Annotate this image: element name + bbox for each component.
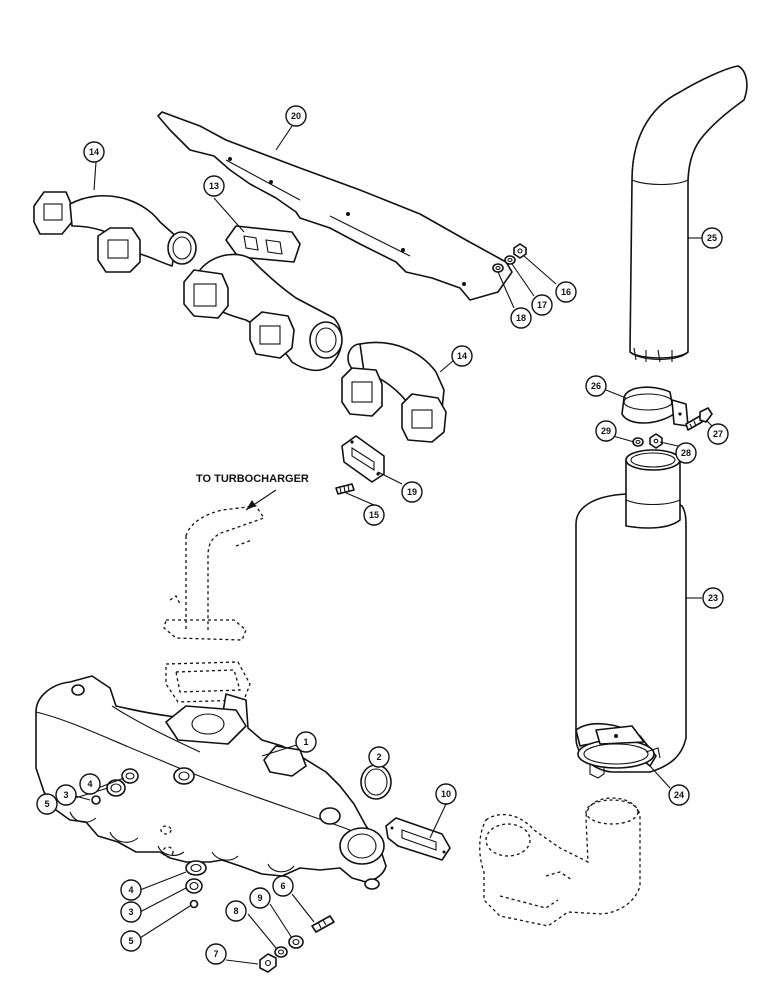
svg-text:13: 13 [209,181,219,191]
svg-text:14: 14 [89,147,99,157]
seal-ring-2 [360,764,392,800]
svg-text:3: 3 [63,790,68,800]
washer-9 [288,935,304,949]
svg-text:14: 14 [457,351,467,361]
clamp-24 [575,722,661,769]
svg-text:7: 7 [213,949,218,959]
washer-18 [492,263,504,273]
callouts: 1 2 3 3 4 4 5 5 6 7 8 9 10 13 14 14 15 1… [36,105,729,965]
callout-20: 20 [285,105,307,127]
svg-text:3: 3 [128,907,133,917]
svg-text:1: 1 [303,737,308,747]
nut-16 [513,243,527,259]
washer-17 [504,255,516,265]
svg-text:26: 26 [591,381,601,391]
washer-4-lower [185,860,207,876]
svg-text:28: 28 [681,448,691,458]
band-clamp-26 [621,386,689,427]
callout-25: 25 [701,227,723,249]
svg-text:8: 8 [233,906,238,916]
svg-text:5: 5 [44,799,49,809]
stud-15 [335,483,355,495]
svg-text:9: 9 [257,893,262,903]
heat-shield-20 [157,111,513,301]
callout-29: 29 [595,420,617,442]
stud-6 [311,915,335,933]
svg-text:15: 15 [369,510,379,520]
nut-28 [649,433,663,449]
callout-27: 27 [707,423,729,445]
callout-8: 8 [225,900,247,922]
callout-15: 15 [363,504,385,526]
washer-29 [632,437,644,447]
exhaust-elbow-14-right [341,341,447,443]
callout-4-upper: 4 [79,773,101,795]
exhaust-elbow-dashed [479,797,641,927]
exhaust-manifold-13 [183,225,343,372]
svg-text:5: 5 [128,936,133,946]
callout-18: 18 [510,307,532,329]
callout-5-lower: 5 [120,930,142,952]
note-text: TO TURBOCHARGER [196,473,309,485]
callout-24: 24 [668,784,690,806]
callout-10: 10 [435,783,457,805]
callout-1: 1 [295,731,317,753]
svg-text:24: 24 [674,790,684,800]
plug-3-lower [185,878,203,894]
small-fittings [160,825,174,858]
turbocharger-pipe [163,505,266,703]
svg-text:20: 20 [291,111,301,121]
callout-4-lower: 4 [120,879,142,901]
svg-text:4: 4 [87,779,92,789]
callout-14-right: 14 [451,345,473,367]
plug-5-upper [91,795,101,805]
exhaust-elbow-14-left [33,191,197,273]
callout-13: 13 [203,175,225,197]
stack-pipe-25 [629,65,748,363]
callout-23: 23 [702,587,724,609]
callout-28: 28 [675,442,697,464]
gasket-10 [385,817,451,861]
svg-text:6: 6 [280,881,285,891]
callout-17: 17 [531,294,553,316]
svg-text:10: 10 [441,789,451,799]
svg-text:25: 25 [707,233,717,243]
svg-text:4: 4 [128,885,133,895]
callout-6: 6 [272,875,294,897]
callout-3-lower: 3 [120,901,142,923]
nut-7 [259,953,277,973]
washer-4-upper [121,768,139,784]
gasket-19 [341,435,385,483]
callout-26: 26 [585,375,607,397]
callout-5-upper: 5 [36,793,58,815]
callout-9: 9 [249,887,271,909]
washer-8 [274,946,288,958]
svg-text:29: 29 [601,426,611,436]
plug-5-lower [189,899,199,909]
callout-7: 7 [205,943,227,965]
svg-text:2: 2 [376,752,381,762]
svg-text:19: 19 [407,487,417,497]
bolt-27 [685,407,713,431]
svg-text:16: 16 [561,287,571,297]
svg-text:27: 27 [713,429,723,439]
svg-text:23: 23 [708,593,718,603]
svg-text:18: 18 [516,313,526,323]
callout-3-upper: 3 [55,784,77,806]
muffler-23 [575,449,687,779]
callout-19: 19 [401,481,423,503]
turbocharger-note: TO TURBOCHARGER [196,473,309,511]
leader-lines [71,125,713,965]
plug-3-upper [106,779,126,797]
svg-text:17: 17 [537,300,547,310]
callout-14-left: 14 [83,141,105,163]
callout-2: 2 [368,746,390,768]
callout-16: 16 [555,281,577,303]
